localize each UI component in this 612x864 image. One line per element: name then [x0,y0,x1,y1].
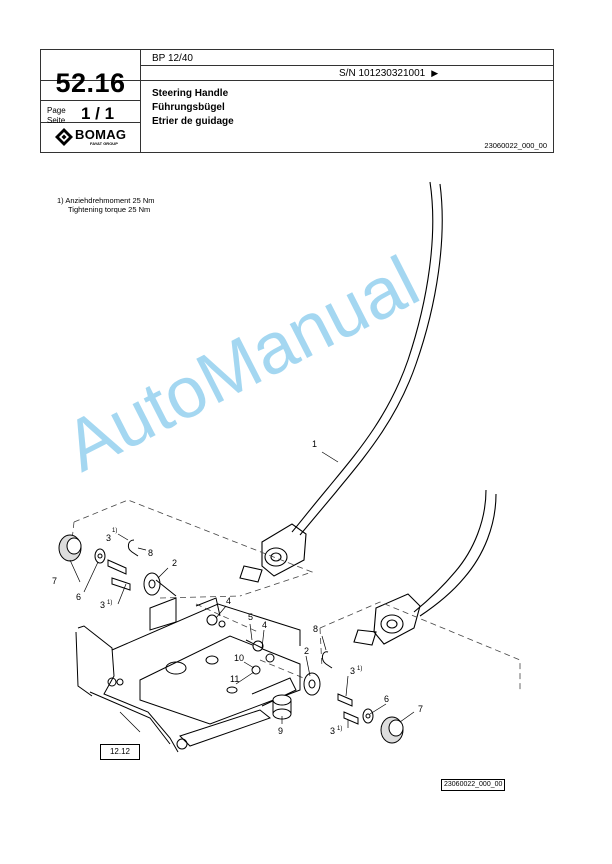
callout-3: 3 [330,726,335,736]
callout-4: 4 [262,620,267,630]
header-rule [41,122,140,123]
title-french: Etrier de guidage [152,116,234,127]
bomag-logo: BOMAG FAYAT GROUP [55,127,135,149]
header-rule [140,65,553,66]
callout-2: 2 [304,646,309,656]
callout-6: 6 [384,694,389,704]
title-german: Führungsbügel [152,102,225,113]
bomag-diamond-icon [55,128,73,146]
page-value: 1 / 1 [81,104,115,123]
group-number: 52.16 [55,68,126,98]
callout-3-note: 1) [337,726,342,732]
callout-3: 3 [106,533,111,543]
next-arrow-icon: ▶ [431,68,439,78]
callout-3-note: 1) [112,528,117,534]
serial-number: S/N 101230321001▶ [339,68,439,79]
header-rule [41,100,140,101]
torque-note: 1) Anziehdrehmoment 25 Nm Tightening tor… [57,196,155,214]
callout-11: 11 [230,674,239,684]
callout-3-note: 1) [357,666,362,672]
group-reference-box: 12.12 [100,744,140,760]
model-label: BP 12/40 [152,53,193,64]
callout-3: 3 [350,666,355,676]
logo-subtitle: FAYAT GROUP [90,141,118,146]
document-reference: 23060022_000_00 [484,141,547,150]
title-english: Steering Handle [152,88,229,99]
callout-6: 6 [76,592,81,602]
page-label: Page Seite [47,106,66,125]
callout-3: 3 [100,600,105,610]
callout-10: 10 [234,653,244,663]
callout-1: 1 [312,439,317,449]
logo-name: BOMAG [75,127,127,142]
callout-7: 7 [52,576,57,586]
callout-3-note: 1) [107,600,112,606]
header-divider [140,50,141,152]
callout-2: 2 [172,558,177,568]
callout-4: 4 [226,596,231,606]
callout-7: 7 [418,704,423,714]
header-rule [41,80,553,81]
drawing-reference: 23060022_000_00 [441,779,506,791]
callout-8: 8 [148,548,153,558]
header-block: 52.16 Page Seite 1 / 1 BOMAG FAYAT GROUP… [40,49,554,153]
callout-9: 9 [278,726,283,736]
callout-5: 5 [248,612,253,622]
callout-8: 8 [313,624,318,634]
